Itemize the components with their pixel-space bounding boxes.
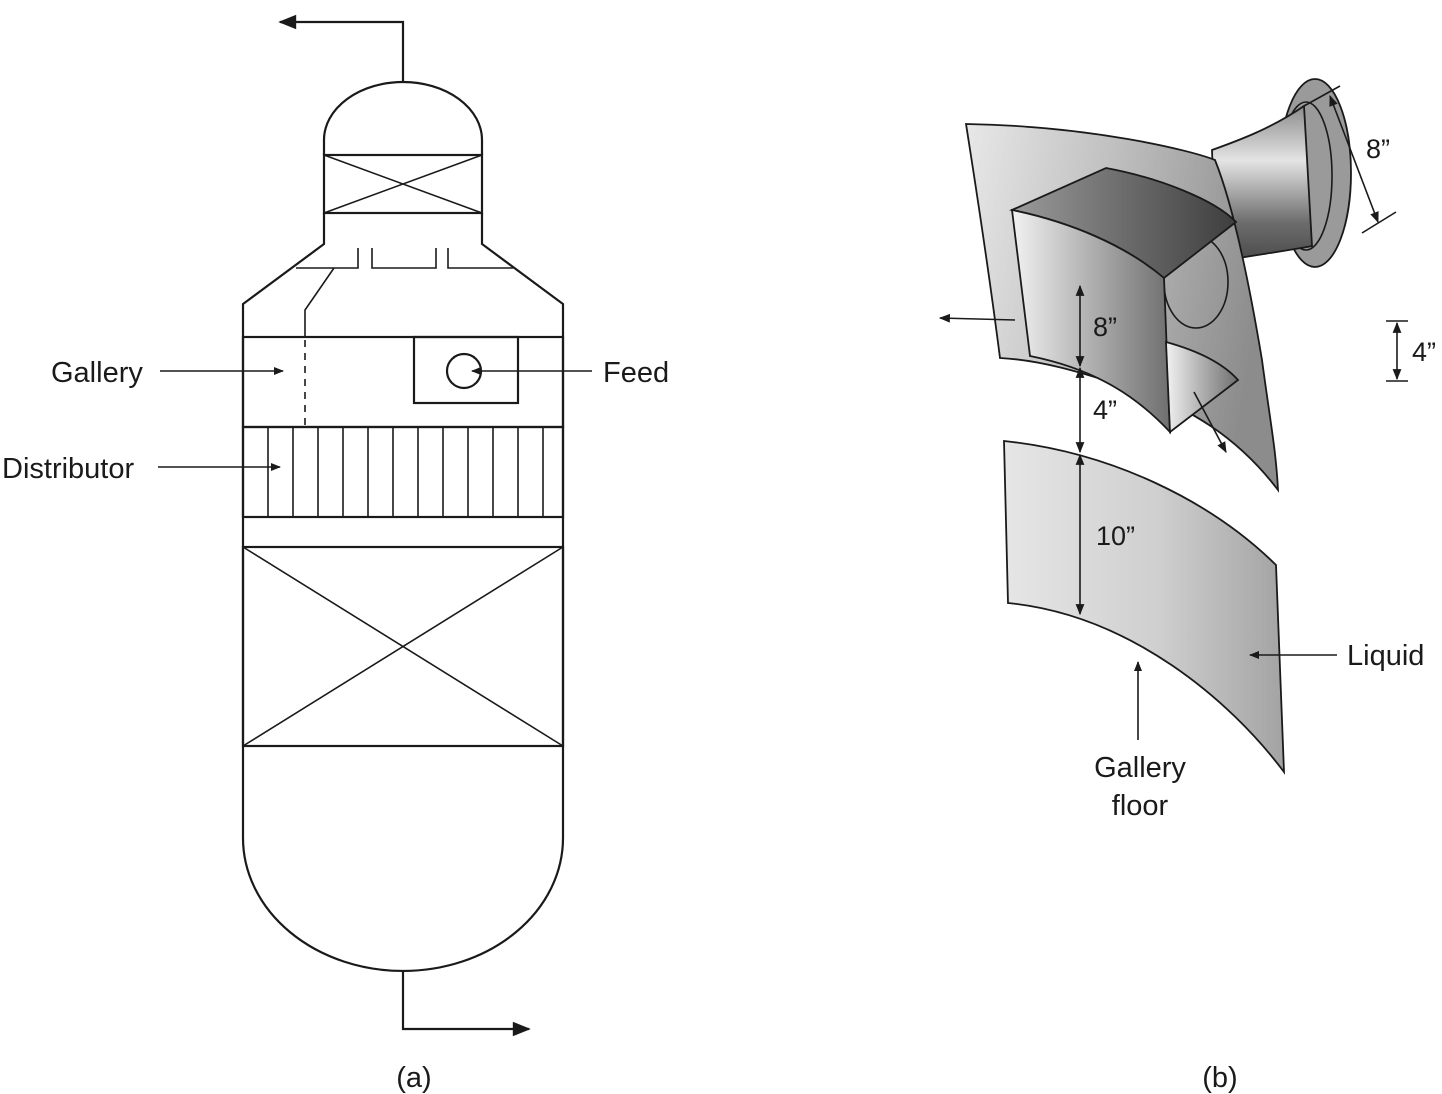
floor-dimension: 10” — [1075, 453, 1135, 616]
distributor-grid — [241, 425, 565, 519]
neck-distributor — [296, 248, 513, 269]
baffle-dimension: 8” — [1075, 284, 1117, 368]
gallery-detail — [964, 78, 1352, 775]
lower-packed-bed — [241, 545, 565, 748]
flow-arrow-down — [1193, 391, 1227, 453]
svg-text:8”: 8” — [1093, 312, 1117, 342]
caption-a: (a) — [396, 1062, 431, 1094]
gallery-floor-label-2: floor — [1112, 790, 1169, 822]
lower-bed-cross — [242, 546, 564, 747]
gallery-label: Gallery — [51, 357, 143, 389]
upper-packed-bed — [322, 153, 484, 215]
feed-label: Feed — [603, 357, 669, 389]
svg-text:8”: 8” — [1366, 134, 1390, 164]
distributor-label: Distributor — [2, 453, 134, 485]
liquid-label: Liquid — [1347, 640, 1424, 672]
nozzle-dimension: 8” — [1303, 85, 1397, 234]
flow-arrow-left — [938, 313, 1016, 323]
gap-dimension: 4” — [1075, 366, 1117, 454]
svg-text:4”: 4” — [1093, 395, 1117, 425]
caption-b: (b) — [1202, 1062, 1237, 1094]
gallery-floor — [1003, 439, 1286, 775]
svg-text:4”: 4” — [1412, 337, 1436, 367]
column-neck — [241, 213, 565, 838]
lower-deflector — [1165, 340, 1240, 434]
gallery-floor-label-1: Gallery — [1094, 752, 1186, 784]
svg-text:10”: 10” — [1096, 521, 1135, 551]
bottom-dome — [241, 837, 565, 973]
top-dome — [322, 80, 484, 155]
column-schematic — [241, 14, 565, 1037]
downcomer-pipe — [304, 267, 335, 337]
gallery-box — [241, 335, 565, 429]
feed-box — [412, 335, 520, 405]
bottom-outlet-arrow — [401, 971, 531, 1037]
upper-bed-cross — [323, 154, 483, 214]
side-dimension: 4” — [1386, 320, 1436, 382]
top-outlet-arrow — [278, 14, 405, 82]
